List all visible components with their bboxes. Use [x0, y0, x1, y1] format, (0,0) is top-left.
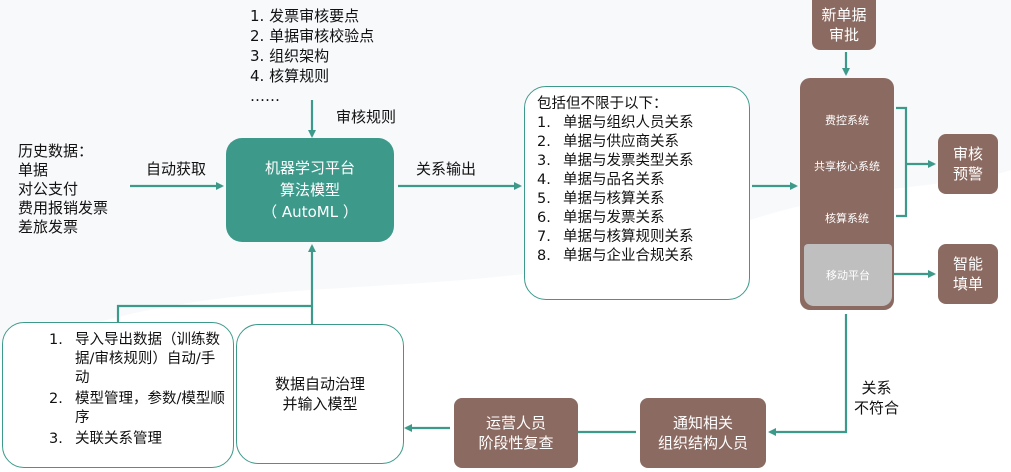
accounting-system: 核算系统 [825, 212, 869, 225]
new-approval-box: 新单据 审批 [812, 0, 876, 50]
history-line: 费用报销发票 [18, 199, 109, 217]
audit-rules-label: 审核规则 [336, 108, 397, 126]
data-governance-box: 数据自动治理 并输入模型 [236, 324, 404, 464]
ml-platform-line: 机器学习平台 [264, 159, 355, 177]
smart-fill-line: 智能 [952, 255, 983, 273]
audit-warning-line: 预警 [952, 165, 983, 183]
notify-line: 组织结构人员 [657, 434, 748, 452]
new-approval-line: 新单据 [821, 6, 867, 24]
management-item: 2.模型管理，参数/模型顺序 [49, 391, 225, 426]
management-item: 1.导入导出数据（训练数据/审核规则）自动/手动 [49, 332, 220, 386]
relations-list: 1.单据与组织人员关系 2.单据与供应商关系 3.单据与发票类型关系 4.单据与… [537, 114, 749, 266]
relation-output-label: 关系输出 [416, 160, 477, 178]
history-data-text: 历史数据： 单据 对公支付 费用报销发票 差旅发票 [18, 142, 108, 237]
mismatch-line: 不符合 [854, 399, 900, 417]
mismatch-label: 关系 不符合 [854, 378, 899, 418]
ml-platform-line: （ AutoML ） [262, 203, 358, 221]
rules-item: 4. 核算规则 [250, 67, 330, 85]
management-item: 3.关联关系管理 [49, 431, 162, 447]
management-box: 1.导入导出数据（训练数据/审核规则）自动/手动 2.模型管理，参数/模型顺序 … [2, 322, 234, 468]
ops-review-line: 阶段性复查 [478, 434, 554, 452]
history-line: 历史数据： [18, 142, 94, 160]
notify-box: 通知相关 组织结构人员 [640, 398, 766, 468]
relation-item: 1.单据与组织人员关系 [537, 115, 694, 131]
shared-core-system: 共享核心系统 [814, 160, 880, 173]
history-line: 单据 [18, 161, 49, 179]
data-governance-line: 并输入模型 [282, 395, 358, 413]
data-governance-line: 数据自动治理 [274, 375, 365, 393]
notify-line: 通知相关 [672, 414, 733, 432]
auto-fetch-label: 自动获取 [146, 160, 207, 178]
relation-item: 7.单据与核算规则关系 [537, 229, 694, 245]
rules-item: 3. 组织架构 [250, 47, 330, 65]
rules-item: 2. 单据审核校验点 [250, 27, 375, 45]
rules-item: 1. 发票审核要点 [250, 7, 360, 25]
ml-platform-box: 机器学习平台 算法模型 （ AutoML ） [226, 138, 394, 242]
relation-item: 8.单据与企业合规关系 [537, 248, 694, 264]
management-list: 1.导入导出数据（训练数据/审核规则）自动/手动 2.模型管理，参数/模型顺序 … [49, 331, 225, 449]
fee-control-system: 费控系统 [825, 114, 869, 127]
audit-warning-box: 审核 预警 [938, 134, 998, 194]
relation-item: 4.单据与品名关系 [537, 172, 665, 188]
relation-item: 5.单据与核算关系 [537, 191, 665, 207]
audit-warning-line: 审核 [952, 145, 983, 163]
ops-review-box: 运营人员 阶段性复查 [454, 398, 578, 468]
smart-fill-line: 填单 [952, 275, 983, 293]
relations-box: 包括但不限于以下： 1.单据与组织人员关系 2.单据与供应商关系 3.单据与发票… [524, 86, 750, 300]
ml-platform-line: 算法模型 [279, 181, 340, 199]
relations-header: 包括但不限于以下： [537, 96, 668, 112]
mobile-platform: 移动平台 [804, 244, 892, 306]
ops-review-line: 运营人员 [485, 414, 546, 432]
new-approval-line: 审批 [828, 26, 859, 44]
mismatch-line: 关系 [861, 379, 892, 397]
relation-item: 6.单据与发票关系 [537, 210, 665, 226]
history-line: 差旅发票 [18, 218, 79, 236]
rules-item: …… [250, 87, 280, 105]
smart-fill-box: 智能 填单 [938, 244, 998, 304]
rules-list: 1. 发票审核要点 2. 单据审核校验点 3. 组织架构 4. 核算规则 …… [250, 6, 374, 106]
relation-item: 3.单据与发票类型关系 [537, 153, 694, 169]
history-line: 对公支付 [18, 180, 79, 198]
relation-item: 2.单据与供应商关系 [537, 134, 679, 150]
